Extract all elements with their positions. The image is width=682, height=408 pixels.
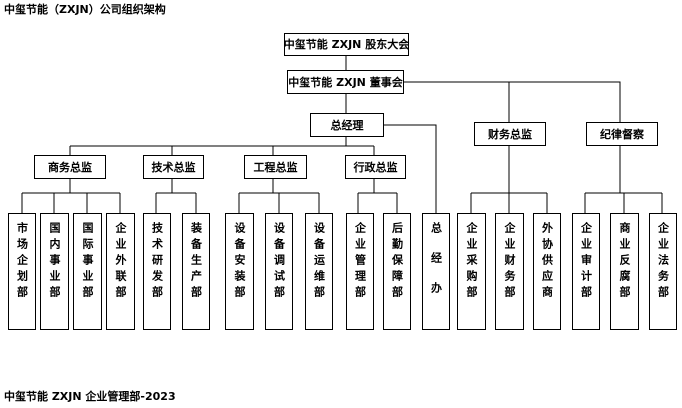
engineering-director-node: 工程总监 xyxy=(244,155,307,179)
dept-international: 国际事业部 xyxy=(73,213,102,330)
dept-label: 市场企划部 xyxy=(15,222,29,302)
dept-audit: 企业审计部 xyxy=(572,213,600,330)
commerce-director-node: 商务总监 xyxy=(34,155,106,179)
dept-equipment-ops: 设备运维部 xyxy=(305,213,333,330)
dept-label: 总经办 xyxy=(429,222,443,312)
dept-rnd: 技术研发部 xyxy=(143,213,171,330)
discipline-inspection-node: 纪律督察 xyxy=(586,122,658,146)
dept-enterprise-management: 企业管理部 xyxy=(346,213,374,330)
dept-market-planning: 市场企划部 xyxy=(8,213,36,330)
finance-director-node: 财务总监 xyxy=(474,122,546,146)
dept-label: 企业审计部 xyxy=(579,222,593,302)
dept-legal: 企业法务部 xyxy=(649,213,677,330)
dept-label: 企业采购部 xyxy=(465,222,478,302)
dept-label: 企业财务部 xyxy=(503,222,516,302)
dept-label: 设备安装部 xyxy=(233,222,246,302)
dept-procurement: 企业采购部 xyxy=(457,213,486,330)
tech-director-node: 技术总监 xyxy=(143,155,204,179)
dept-label: 装备生产部 xyxy=(189,222,203,302)
page-title: 中玺节能（ZXJN）公司组织架构 xyxy=(4,3,166,16)
dept-equipment-install: 设备安装部 xyxy=(225,213,254,330)
dept-finance: 企业财务部 xyxy=(495,213,524,330)
shareholders-meeting-node: 中玺节能 ZXJN 股东大会 xyxy=(284,33,409,56)
dept-outsourced-supplier: 外协供应商 xyxy=(533,213,561,330)
dept-label: 技术研发部 xyxy=(150,222,164,302)
dept-external-liaison: 企业外联部 xyxy=(106,213,135,330)
dept-logistics: 后勤保障部 xyxy=(383,213,411,330)
dept-equipment-debug: 设备调试部 xyxy=(265,213,293,330)
dept-label: 国际事业部 xyxy=(81,222,94,302)
dept-label: 企业法务部 xyxy=(656,222,670,302)
dept-label: 企业外联部 xyxy=(114,222,127,302)
dept-anti-corruption: 商业反腐部 xyxy=(610,213,639,330)
dept-equipment-production: 装备生产部 xyxy=(182,213,210,330)
dept-gm-office: 总经办 xyxy=(422,213,450,330)
admin-director-node: 行政总监 xyxy=(345,155,406,179)
board-of-directors-node: 中玺节能 ZXJN 董事会 xyxy=(287,70,404,94)
dept-domestic: 国内事业部 xyxy=(40,213,69,330)
dept-label: 设备调试部 xyxy=(272,222,286,302)
page-footer: 中玺节能 ZXJN 企业管理部-2023 xyxy=(4,390,176,403)
dept-label: 后勤保障部 xyxy=(390,222,404,302)
dept-label: 企业管理部 xyxy=(353,222,367,302)
general-manager-node: 总经理 xyxy=(310,113,384,137)
dept-label: 设备运维部 xyxy=(312,222,326,302)
dept-label: 国内事业部 xyxy=(48,222,61,302)
dept-label: 外协供应商 xyxy=(540,222,554,302)
dept-label: 商业反腐部 xyxy=(618,222,631,302)
